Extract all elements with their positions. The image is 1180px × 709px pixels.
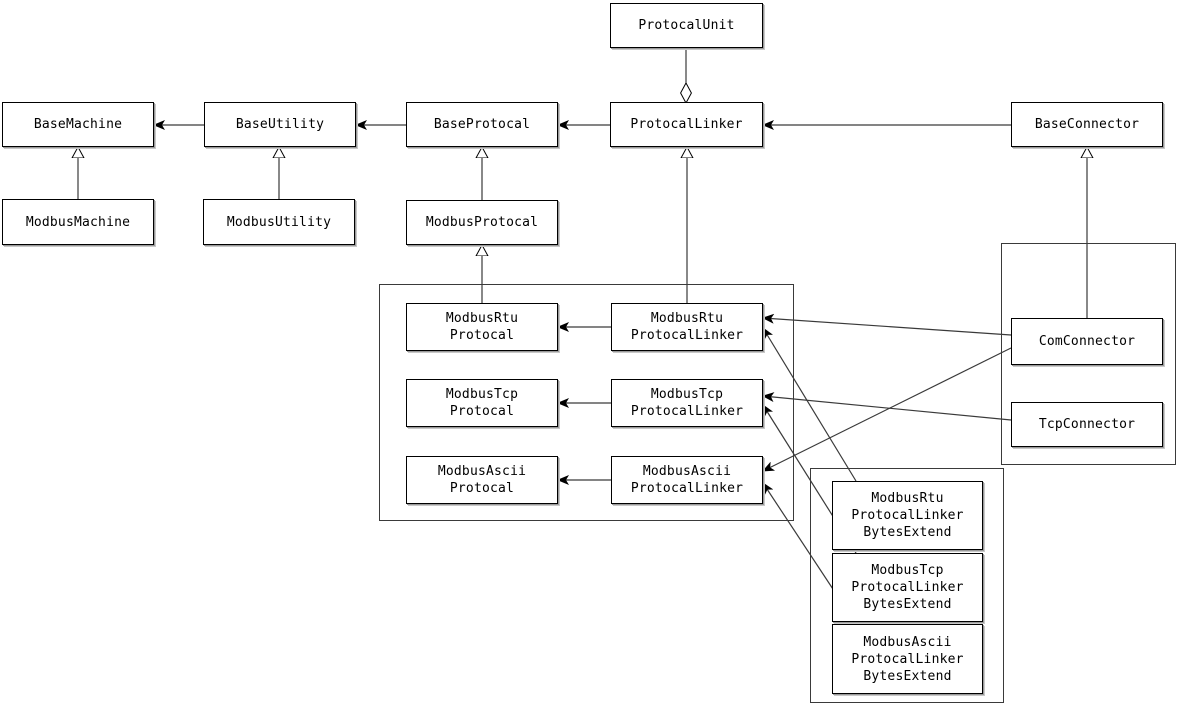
class-box-tcp-bytes-extend[interactable]: ModbusTcp ProtocalLinker BytesExtend [832, 553, 983, 622]
class-box-base-protocal[interactable]: BaseProtocal [406, 102, 558, 147]
class-box-modbus-rtu-protocal[interactable]: ModbusRtu Protocal [406, 303, 558, 351]
class-box-ascii-bytes-extend[interactable]: ModbusAscii ProtocalLinker BytesExtend [832, 624, 983, 694]
class-box-label: ModbusAscii ProtocalLinker BytesExtend [851, 634, 964, 684]
class-box-label: TcpConnector [1038, 417, 1136, 432]
class-box-modbus-tcp-protocal[interactable]: ModbusTcp Protocal [406, 379, 558, 427]
class-box-label: ModbusUtility [226, 214, 332, 230]
class-box-modbus-machine[interactable]: ModbusMachine [2, 199, 154, 245]
class-box-label: ModbusTcp ProtocalLinker BytesExtend [851, 563, 964, 612]
class-box-tcp-connector[interactable]: TcpConnector [1011, 402, 1163, 447]
class-box-label: ProtocalUnit [638, 18, 735, 33]
class-box-base-connector[interactable]: BaseConnector [1011, 102, 1163, 147]
class-box-base-machine[interactable]: BaseMachine [2, 102, 154, 147]
class-box-modbus-ascii-linker[interactable]: ModbusAscii ProtocalLinker [611, 456, 763, 504]
class-box-label: BaseMachine [33, 117, 123, 132]
class-box-base-utility[interactable]: BaseUtility [204, 102, 356, 147]
class-box-label: ComConnector [1038, 334, 1136, 349]
class-box-label: BaseConnector [1034, 117, 1140, 132]
class-box-modbus-utility[interactable]: ModbusUtility [203, 199, 355, 245]
class-box-label: ModbusTcp Protocal [445, 387, 519, 419]
class-box-label: BaseUtility [235, 117, 325, 132]
class-box-rtu-bytes-extend[interactable]: ModbusRtu ProtocalLinker BytesExtend [832, 481, 983, 550]
class-box-label: ModbusAscii ProtocalLinker [630, 464, 744, 496]
class-box-modbus-tcp-linker[interactable]: ModbusTcp ProtocalLinker [611, 379, 763, 427]
class-box-label: ProtocalLinker [630, 117, 743, 132]
edge-e-comconnector-asciilinker [762, 347, 1012, 472]
class-box-label: BaseProtocal [433, 117, 531, 132]
class-box-com-connector[interactable]: ComConnector [1011, 318, 1163, 365]
class-box-label: ModbusTcp ProtocalLinker [630, 387, 744, 419]
class-box-label: ModbusAscii Protocal [437, 464, 527, 496]
class-box-label: ModbusMachine [25, 214, 131, 230]
class-box-label: ModbusRtu ProtocalLinker [630, 311, 744, 343]
edge-e-tcpconnector-tcplinker [762, 392, 1012, 421]
class-box-label: ModbusRtu Protocal [445, 311, 519, 343]
class-box-protocal-linker[interactable]: ProtocalLinker [610, 102, 763, 147]
class-box-modbus-rtu-linker[interactable]: ModbusRtu ProtocalLinker [611, 303, 763, 351]
class-box-label: ModbusRtu ProtocalLinker BytesExtend [851, 491, 964, 540]
class-box-label: ModbusProtocal [425, 215, 539, 230]
class-box-modbus-ascii-protocal[interactable]: ModbusAscii Protocal [406, 456, 558, 504]
edge-e-comconnector-rtulinker [762, 313, 1012, 336]
class-box-protocal-unit[interactable]: ProtocalUnit [610, 3, 763, 48]
class-box-modbus-protocal[interactable]: ModbusProtocal [406, 200, 558, 245]
